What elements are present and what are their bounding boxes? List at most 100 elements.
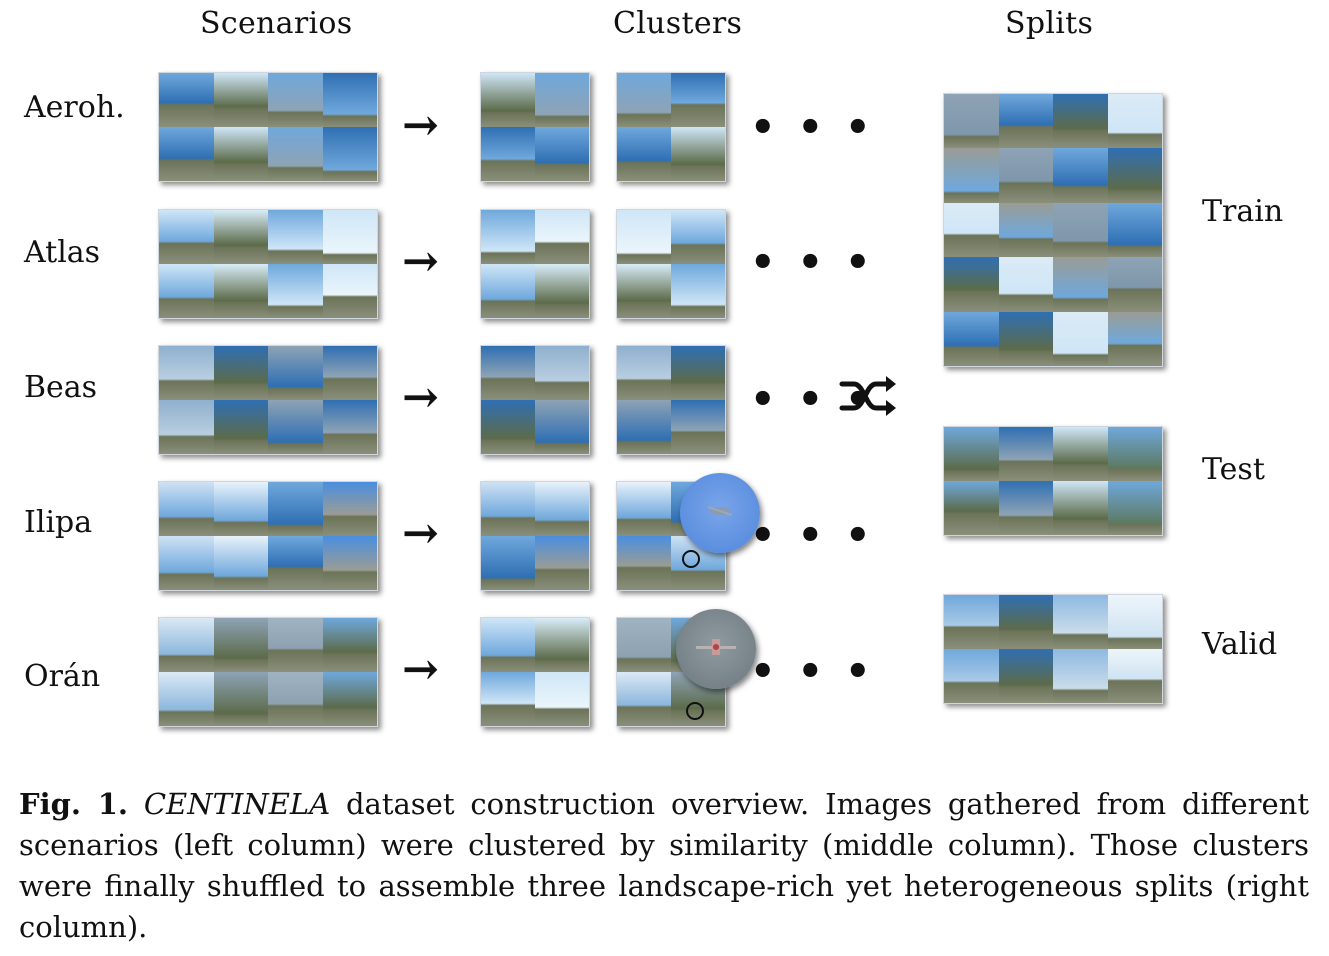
photo-tile [617,210,671,264]
photo-tile [1107,595,1162,649]
target-ring-icon [686,702,704,720]
photo-tile [535,536,589,590]
photo-tile [268,127,323,181]
split-mosaic-valid [943,594,1163,704]
ellipsis-icon: • • • [750,239,875,286]
photo-tile [322,536,377,590]
photo-tile [481,618,535,672]
photo-tile [617,346,671,400]
scenario-mosaic-oran [158,617,378,727]
photo-tile [159,672,214,726]
photo-tile [322,482,377,536]
photo-tile [944,148,999,203]
photo-tile [1053,148,1108,203]
photo-tile [159,127,214,181]
photo-tile [617,536,671,590]
photo-tile [1107,311,1162,366]
photo-tile [617,400,671,454]
photo-tile [213,73,268,127]
photo-tile [481,264,535,318]
cluster-mosaic [616,72,726,182]
photo-tile [998,148,1053,203]
scenario-label-ilipa: Ilipa [24,505,93,540]
photo-tile [1053,649,1108,703]
split-label-test: Test [1202,452,1265,487]
photo-tile [322,264,377,318]
photo-tile [1107,649,1162,703]
photo-tile [322,210,377,264]
header-splits: Splits [1005,6,1094,41]
photo-tile [535,210,589,264]
photo-tile [322,73,377,127]
photo-tile [944,94,999,149]
photo-tile [944,257,999,312]
right-arrow-icon: → [402,508,439,559]
photo-tile [1053,202,1108,258]
photo-tile [944,202,999,258]
photo-tile [159,400,214,454]
photo-tile [671,264,725,318]
photo-tile [944,481,999,535]
photo-tile [535,618,589,672]
photo-tile [213,618,268,672]
photo-tile [998,481,1053,535]
ellipsis-icon: • • • [750,512,875,559]
photo-tile [159,73,214,127]
photo-tile [213,264,268,318]
photo-tile [671,210,725,264]
photo-tile [1053,311,1108,366]
cluster-mosaic [480,72,590,182]
photo-tile [1107,94,1162,149]
photo-tile [322,672,377,726]
photo-tile [998,311,1053,366]
cluster-mosaic [616,345,726,455]
photo-tile [159,346,214,400]
photo-tile [1053,595,1108,649]
target-ring-icon [682,550,700,568]
ellipsis-icon: • • • [750,648,875,695]
photo-tile [1107,427,1162,481]
cluster-mosaic [616,209,726,319]
right-arrow-icon: → [402,644,439,695]
photo-tile [213,346,268,400]
ellipsis-icon: • • • [750,104,875,151]
photo-tile [1053,427,1108,481]
right-arrow-icon: → [402,236,439,287]
photo-tile [481,73,535,127]
aircraft-zoom-inset [676,609,756,689]
photo-tile [159,482,214,536]
photo-tile [213,210,268,264]
photo-tile [998,257,1053,312]
photo-tile [213,127,268,181]
header-scenarios: Scenarios [200,6,353,41]
photo-tile [481,672,535,726]
photo-tile [213,482,268,536]
scenario-label-atlas: Atlas [24,235,101,270]
scenario-label-oran: Orán [24,659,101,694]
scenario-label-beas: Beas [24,370,98,405]
photo-tile [213,536,268,590]
photo-tile [617,127,671,181]
photo-tile [944,427,999,481]
photo-tile [213,672,268,726]
photo-tile [617,618,671,672]
scenario-mosaic-beas [158,345,378,455]
photo-tile [481,210,535,264]
photo-tile [268,536,323,590]
photo-tile [268,672,323,726]
photo-tile [535,346,589,400]
scenario-mosaic-aeroh [158,72,378,182]
caption-text: dataset construction overview. Images ga… [19,787,1309,944]
scenario-mosaic-ilipa [158,481,378,591]
photo-tile [322,400,377,454]
shuffle-icon [839,376,896,416]
photo-tile [998,595,1053,649]
photo-tile [268,400,323,454]
aircraft-icon [696,639,736,655]
photo-tile [1053,257,1108,312]
photo-tile [617,264,671,318]
photo-tile [671,73,725,127]
photo-tile [481,127,535,181]
photo-tile [213,400,268,454]
caption-label: Fig. 1. [19,787,128,821]
